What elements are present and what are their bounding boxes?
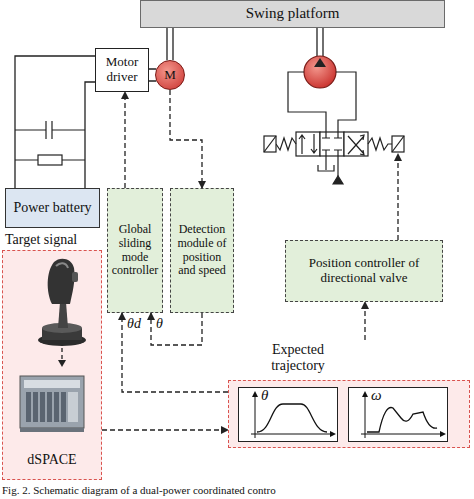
- signal-arrow: [364, 302, 365, 340]
- trajectory-plot: [365, 395, 366, 438]
- valve-control-arrow: [394, 153, 402, 161]
- node-label: dSPACE: [27, 452, 76, 468]
- trajectory-plot: [257, 404, 327, 432]
- node-label: Position controller of directional valve: [289, 256, 439, 286]
- hydraulic-pipe: [288, 72, 356, 184]
- joystick-figure: [48, 259, 75, 304]
- plot-box: θ: [238, 387, 338, 442]
- signal-name: θd: [126, 316, 142, 331]
- hydraulic-motor: [314, 58, 326, 67]
- joystick-figure: [58, 302, 68, 328]
- directional-valve: [264, 132, 404, 156]
- joystick-figure: [2, 232, 102, 480]
- valve-control-arrow: [397, 160, 398, 240]
- directional-valve: [322, 132, 342, 138]
- dspace-device: [20, 376, 84, 428]
- motor-circle: M: [155, 60, 185, 90]
- dspace-device: [68, 392, 78, 422]
- group-heading: Target signal: [5, 232, 100, 248]
- directional-valve: [264, 136, 276, 152]
- directional-valve: [296, 132, 320, 156]
- dspace-device: [20, 428, 84, 432]
- device-box: dSPACE: [10, 368, 94, 472]
- directional-valve: [311, 134, 317, 153]
- dspace-device: [61, 392, 66, 422]
- joystick-figure: [58, 360, 66, 367]
- battery-box: Power battery: [5, 188, 100, 228]
- node-label: Motor driver: [99, 55, 145, 85]
- joystick-figure: [61, 348, 62, 361]
- power-wire: [15, 56, 95, 188]
- dspace-device: [26, 392, 31, 422]
- signal-arrow: [124, 92, 125, 188]
- directional-valve: [392, 136, 404, 152]
- hydraulic-motor: [304, 22, 336, 88]
- signal-arrow: [151, 313, 202, 345]
- dspace-device: [33, 392, 38, 422]
- trajectory-plot: [239, 388, 339, 443]
- directional-valve: [348, 135, 364, 154]
- node-label: Detection module of position and speed: [174, 223, 230, 278]
- hydraulic-pipe: [336, 72, 356, 132]
- plot-box: ω: [348, 387, 448, 442]
- node-label: M: [164, 68, 176, 83]
- detection-box: Detection module of position and speed: [170, 188, 234, 313]
- battery-circuit: [15, 121, 85, 165]
- trajectory-group: Expected trajectory θ ω: [228, 340, 470, 448]
- trajectory-plot: [362, 391, 368, 397]
- plot-symbol: ω: [371, 387, 382, 404]
- node-label: Global sliding mode controller: [111, 223, 159, 278]
- signal-arrow: [170, 90, 202, 188]
- signal-group: Target signal dSPACE: [2, 232, 102, 480]
- directional-valve: [276, 138, 296, 150]
- directional-valve: [392, 136, 404, 152]
- dspace-device: [54, 392, 59, 422]
- platform-bar: Swing platform: [140, 0, 445, 28]
- signal-arrow: [122, 313, 228, 392]
- group-heading: Expected trajectory: [256, 342, 340, 374]
- hydraulic-pipe: [337, 156, 338, 176]
- hydraulic-pipe: [325, 156, 326, 170]
- plot-symbol: θ: [261, 387, 268, 404]
- trajectory-plot: [440, 431, 446, 437]
- driver-box: Motor driver: [95, 48, 149, 92]
- controller-box: Global sliding mode controller: [107, 188, 163, 313]
- dspace-device: [10, 370, 94, 440]
- joystick-figure: [56, 263, 68, 268]
- controller-box: Position controller of directional valve: [285, 240, 443, 302]
- signal-name: θ: [155, 316, 164, 331]
- node-label: Swing platform: [246, 5, 340, 22]
- directional-valve: [368, 138, 392, 150]
- directional-valve: [322, 150, 342, 156]
- trajectory-plot: [252, 391, 258, 397]
- directional-valve: [348, 136, 364, 155]
- trajectory-plot: [330, 431, 336, 437]
- hydraulic-pipe: [288, 72, 326, 132]
- directional-valve: [344, 132, 368, 156]
- joystick-figure: [72, 272, 78, 282]
- trajectory-plot: [251, 434, 332, 435]
- battery-circuit: [15, 121, 85, 139]
- trajectory-plot: [255, 395, 256, 438]
- node-label: Power battery: [13, 200, 91, 216]
- dspace-device: [24, 380, 80, 388]
- valve-control-arrow: [394, 153, 402, 240]
- hydraulic-pipe: [318, 165, 334, 171]
- directional-valve: [320, 132, 344, 156]
- trajectory-plot: [367, 408, 437, 433]
- battery-circuit: [38, 155, 62, 165]
- trajectory-plot: [361, 434, 442, 435]
- trajectory-plot: [349, 388, 449, 443]
- directional-valve: [299, 135, 305, 154]
- hydraulic-motor: [304, 56, 336, 88]
- dspace-device: [47, 392, 52, 422]
- dspace-device: [40, 392, 45, 422]
- directional-valve: [264, 136, 276, 152]
- hydraulic-pipe: [333, 176, 343, 184]
- power-wire: [167, 28, 173, 60]
- figure-caption: Fig. 2. Schematic diagram of a dual-powe…: [2, 484, 276, 496]
- signal-arrow: [102, 429, 228, 430]
